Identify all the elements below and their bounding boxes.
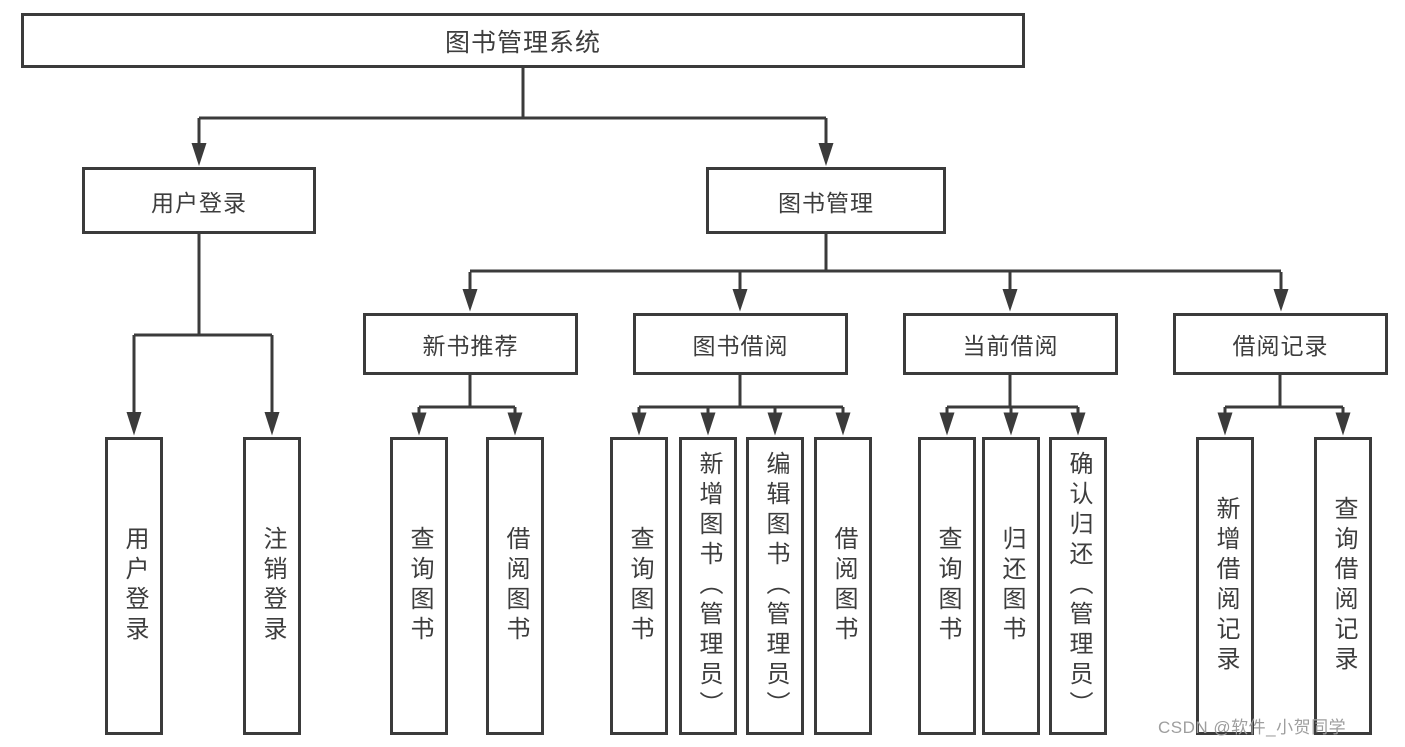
leaf-user-login: 用户登录: [105, 437, 163, 735]
leaf-confirm-return-admin: 确认归还（管理员）: [1049, 437, 1107, 735]
node-label: 新增图书（管理员）: [695, 451, 722, 721]
node-new-book-recommendation: 新书推荐: [363, 313, 578, 375]
node-book-management: 图书管理: [706, 167, 946, 234]
node-book-borrowing: 图书借阅: [633, 313, 848, 375]
node-label: 图书管理: [778, 189, 874, 216]
leaf-query-books-recommend: 查询图书: [390, 437, 448, 735]
node-label: 当前借阅: [962, 333, 1059, 359]
leaf-borrow-books-borrowing: 借阅图书: [814, 437, 872, 735]
node-label: 确认归还（管理员）: [1065, 451, 1092, 721]
node-label: 查询图书: [626, 526, 653, 646]
csdn-watermark: CSDN @软件_小贺同学: [1158, 718, 1347, 737]
node-label: 借阅记录: [1232, 333, 1329, 359]
node-label: 归还图书: [998, 526, 1025, 646]
leaf-edit-book-admin: 编辑图书（管理员）: [746, 437, 804, 735]
leaf-logout: 注销登录: [243, 437, 301, 735]
node-label: 查询图书: [934, 526, 961, 646]
node-label: 查询借阅记录: [1330, 496, 1357, 676]
leaf-add-book-admin: 新增图书（管理员）: [679, 437, 737, 735]
leaf-return-books: 归还图书: [982, 437, 1040, 735]
leaf-query-books-borrowing: 查询图书: [610, 437, 668, 735]
leaf-query-borrow-record: 查询借阅记录: [1314, 437, 1372, 735]
leaf-add-borrow-record: 新增借阅记录: [1196, 437, 1254, 735]
node-label: 新书推荐: [422, 333, 519, 359]
node-label: 图书借阅: [692, 333, 789, 359]
node-label: 借阅图书: [502, 526, 529, 646]
node-label: 用户登录: [121, 526, 148, 646]
node-label: 用户登录: [151, 189, 247, 216]
node-label: 编辑图书（管理员）: [762, 451, 789, 721]
connector-strokes: [132, 68, 1345, 416]
node-label: 注销登录: [259, 526, 286, 646]
node-label: 新增借阅记录: [1212, 496, 1239, 676]
leaf-borrow-books-recommend: 借阅图书: [486, 437, 544, 735]
node-user-login: 用户登录: [82, 167, 316, 234]
node-label: 借阅图书: [830, 526, 857, 646]
leaf-query-books-current: 查询图书: [918, 437, 976, 735]
node-label: 图书管理系统: [444, 28, 601, 57]
node-borrowing-records: 借阅记录: [1173, 313, 1388, 375]
node-library-management-system: 图书管理系统: [21, 13, 1025, 68]
node-current-borrowing: 当前借阅: [903, 313, 1118, 375]
node-label: 查询图书: [406, 526, 433, 646]
